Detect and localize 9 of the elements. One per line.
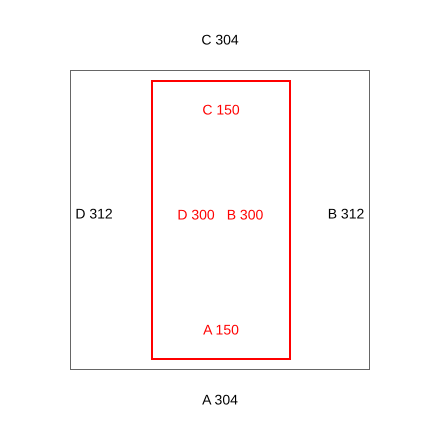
dimension-label: D 300: [177, 207, 215, 223]
dimension-label: A 150: [203, 322, 239, 338]
dimension-label: D 312: [75, 206, 113, 222]
dimension-label: C 304: [201, 32, 239, 48]
dimension-label: C 150: [202, 102, 240, 118]
dimension-label: B 312: [328, 206, 364, 222]
rectangle: [151, 80, 291, 360]
dimension-label: A 304: [202, 392, 238, 408]
dimension-label: B 300: [226, 207, 264, 223]
